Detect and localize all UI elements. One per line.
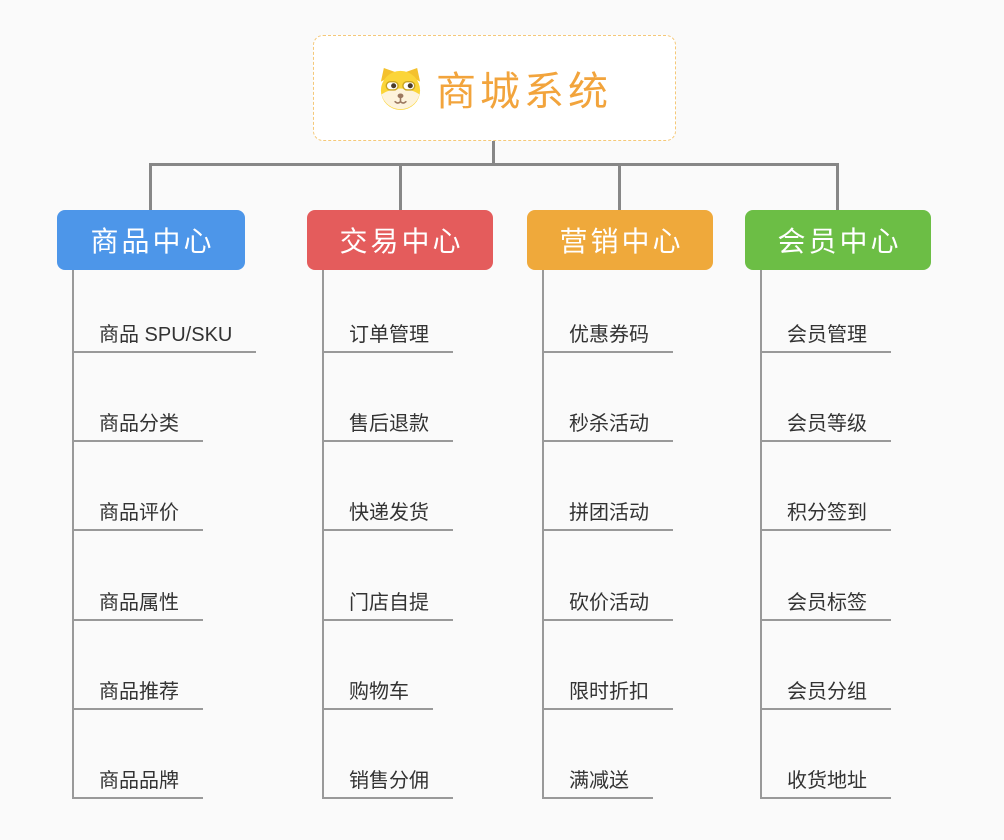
- branch-node-trade-center[interactable]: 交易中心: [307, 210, 493, 270]
- connector-rail: [149, 163, 839, 166]
- mindmap-item[interactable]: 商品评价: [72, 497, 203, 532]
- mindmap-item[interactable]: 砍价活动: [542, 587, 673, 621]
- branch-spine-product: [72, 270, 74, 799]
- mindmap-item[interactable]: 会员标签: [760, 587, 891, 621]
- mindmap-item[interactable]: 会员管理: [760, 319, 891, 353]
- connector-drop-member: [836, 165, 839, 210]
- dog-face-icon: [377, 65, 424, 112]
- branch-items-trade: 订单管理 售后退款 快递发货 门店自提 购物车 销售分佣: [322, 319, 453, 799]
- root-node-title: 商城系统: [436, 70, 612, 114]
- mindmap-item[interactable]: 商品推荐: [72, 676, 203, 710]
- mindmap-item[interactable]: 快递发货: [322, 497, 453, 532]
- branch-items-marketing: 优惠券码 秒杀活动 拼团活动 砍价活动 限时折扣 满减送: [542, 319, 673, 799]
- branch-node-member-center[interactable]: 会员中心: [745, 210, 931, 270]
- mindmap-item[interactable]: 销售分佣: [322, 765, 453, 799]
- branch-node-label: 营销中心: [559, 226, 684, 257]
- mindmap-item[interactable]: 订单管理: [322, 319, 453, 353]
- branch-node-marketing-center[interactable]: 营销中心: [527, 210, 713, 270]
- mindmap-item[interactable]: 门店自提: [322, 587, 453, 621]
- mindmap-item[interactable]: 商品 SPU/SKU: [72, 319, 257, 353]
- mindmap-item[interactable]: 会员分组: [760, 676, 891, 710]
- mindmap-item[interactable]: 拼团活动: [542, 497, 673, 532]
- mindmap-item[interactable]: 限时折扣: [542, 676, 673, 710]
- mindmap-item[interactable]: 商品属性: [72, 587, 203, 621]
- mindmap-item[interactable]: 秒杀活动: [542, 408, 673, 443]
- branch-node-label: 交易中心: [339, 226, 464, 257]
- branch-node-label: 会员中心: [777, 226, 902, 257]
- branch-spine-trade: [322, 270, 324, 799]
- branch-node-label: 商品中心: [90, 226, 215, 257]
- branch-items-product: 商品 SPU/SKU 商品分类 商品评价 商品属性 商品推荐 商品品牌: [72, 319, 257, 799]
- root-node[interactable]: 商城系统: [313, 35, 676, 141]
- connector-drop-trade: [399, 165, 402, 210]
- branch-items-member: 会员管理 会员等级 积分签到 会员标签 会员分组 收货地址: [760, 319, 891, 799]
- mindmap-item[interactable]: 商品品牌: [72, 765, 203, 799]
- mindmap-item[interactable]: 优惠券码: [542, 319, 673, 353]
- branch-spine-marketing: [542, 270, 544, 799]
- mindmap-item[interactable]: 商品分类: [72, 408, 203, 443]
- mindmap-item[interactable]: 积分签到: [760, 497, 891, 532]
- mindmap-item[interactable]: 购物车: [322, 676, 433, 710]
- mindmap-item[interactable]: 收货地址: [760, 765, 891, 799]
- mindmap-item[interactable]: 满减送: [542, 765, 653, 799]
- branch-spine-member: [760, 270, 762, 799]
- mindmap-item[interactable]: 售后退款: [322, 408, 453, 443]
- mindmap-item[interactable]: 会员等级: [760, 408, 891, 443]
- connector-drop-marketing: [618, 165, 621, 210]
- connector-root-stem: [492, 141, 495, 164]
- connector-drop-product: [149, 165, 152, 210]
- branch-node-product-center[interactable]: 商品中心: [57, 210, 245, 270]
